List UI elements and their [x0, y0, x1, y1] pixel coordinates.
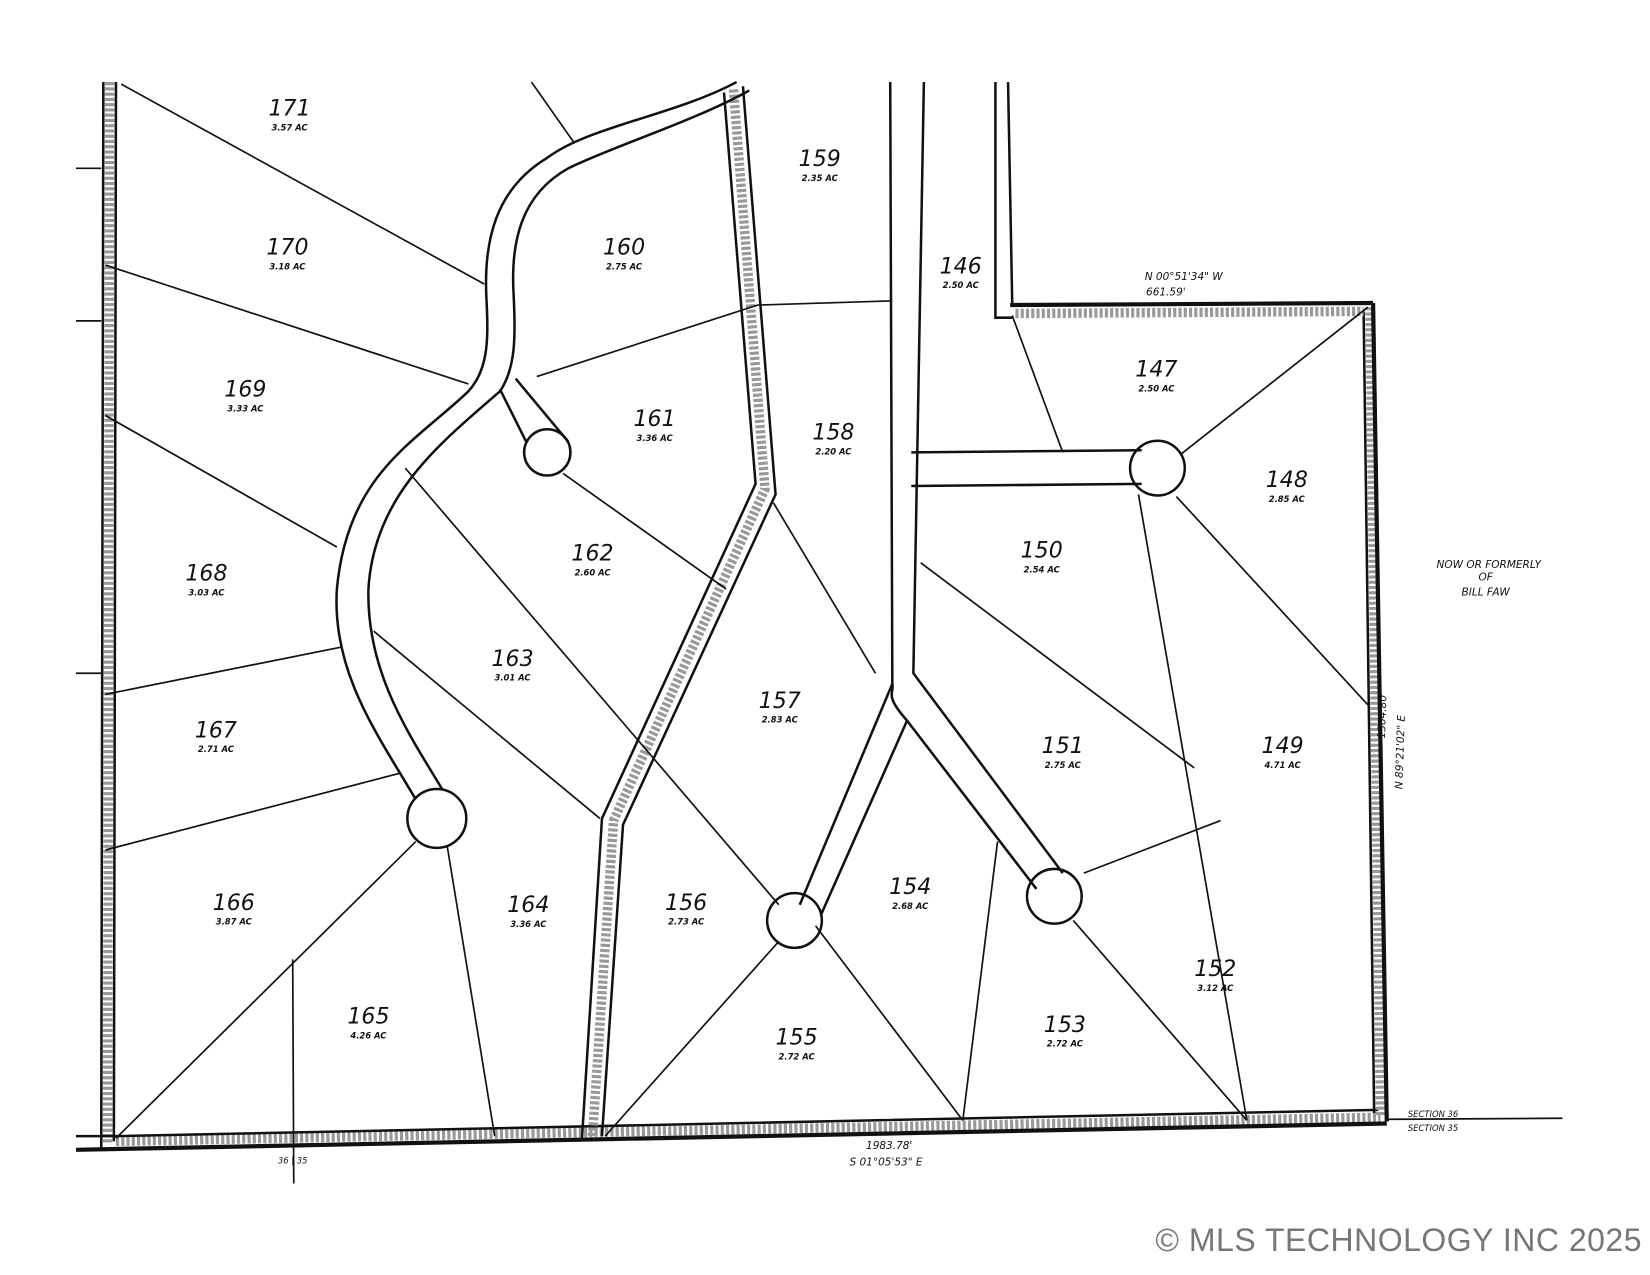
- lot-number: 146: [940, 254, 982, 280]
- lot-number: 158: [812, 420, 854, 446]
- east-distance: 1504.80': [1376, 692, 1390, 739]
- lot-acreage: 2.54 AC: [1024, 564, 1061, 574]
- section-corner-label: 36 | 35: [278, 1155, 308, 1165]
- lot-number: 149: [1262, 733, 1304, 759]
- lot-acreage: 2.20 AC: [815, 446, 852, 456]
- lot-number: 154: [889, 874, 931, 900]
- lot-number: 159: [799, 146, 841, 172]
- lot-acreage: 2.50 AC: [1138, 383, 1175, 393]
- lot-number: 148: [1266, 467, 1308, 493]
- lot-number: 157: [759, 688, 801, 714]
- lot-number: 160: [603, 235, 645, 261]
- lot-acreage: 3.12 AC: [1197, 983, 1234, 993]
- lot-number: 147: [1135, 357, 1177, 383]
- lot-acreage: 3.36 AC: [637, 433, 674, 443]
- lot-number: 171: [268, 96, 310, 122]
- lot-acreage: 3.18 AC: [269, 261, 306, 271]
- lot-acreage: 3.03 AC: [188, 587, 225, 597]
- lot-acreage: 2.73 AC: [668, 917, 705, 927]
- adjoining-owner-line3: BILL FAW: [1462, 586, 1511, 598]
- lot-number: 155: [776, 1025, 818, 1051]
- lot-number: 163: [491, 646, 533, 672]
- lot-acreage: 3.36 AC: [510, 919, 547, 929]
- lot-acreage: 2.50 AC: [943, 280, 980, 290]
- north-bearing: N 00°51'34" W: [1145, 271, 1224, 283]
- lot-acreage: 3.57 AC: [271, 122, 308, 132]
- lot-acreage: 2.75 AC: [1045, 760, 1082, 770]
- south-distance: 1983.78': [866, 1140, 912, 1152]
- watermark: © MLS TECHNOLOGY INC 2025: [1155, 1222, 1642, 1258]
- lot-number: 161: [634, 406, 676, 432]
- lot-acreage: 2.83 AC: [762, 715, 799, 725]
- lot-number: 151: [1042, 733, 1084, 759]
- lot-number: 164: [507, 892, 549, 918]
- lot-acreage: 4.71 AC: [1264, 760, 1302, 770]
- section-south-label: SECTION 35: [1408, 1123, 1458, 1133]
- lot-number: 168: [185, 561, 227, 587]
- lot-number: 150: [1021, 538, 1063, 564]
- lot-number: 170: [266, 235, 308, 261]
- lot-number: 165: [347, 1004, 389, 1030]
- lot-acreage: 2.72 AC: [1047, 1039, 1084, 1049]
- south-bearing: S 01°05'53" E: [849, 1157, 922, 1169]
- lot-number: 167: [195, 717, 237, 743]
- lot-number: 153: [1044, 1012, 1086, 1038]
- lot-acreage: 3.33 AC: [227, 403, 264, 413]
- lot-acreage: 2.60 AC: [574, 567, 611, 577]
- lot-number: 152: [1194, 956, 1236, 982]
- section-north-label: SECTION 36: [1408, 1109, 1458, 1119]
- lot-acreage: 2.71 AC: [198, 744, 235, 754]
- lot-number: 169: [224, 377, 266, 403]
- lot-acreage: 2.75 AC: [606, 261, 643, 271]
- east-bearing: N 89°21'02" E: [1393, 714, 1408, 789]
- lot-number: 156: [665, 890, 707, 916]
- lot-acreage: 4.26 AC: [349, 1030, 387, 1040]
- lot-acreage: 3.87 AC: [216, 917, 253, 927]
- lot-acreage: 2.68 AC: [892, 901, 929, 911]
- lot-number: 166: [213, 890, 255, 916]
- survey-annotations: N 00°51'34" W 661.59' 1504.80' N 89°21'0…: [278, 271, 1543, 1169]
- lot-lines: [105, 81, 1369, 1139]
- north-distance: 661.59': [1146, 287, 1186, 299]
- lot-acreage: 2.85 AC: [1269, 494, 1306, 504]
- lot-acreage: 2.35 AC: [802, 173, 839, 183]
- lot-acreage: 3.01 AC: [495, 673, 532, 683]
- interior-roads: [335, 80, 1187, 1139]
- adjoining-owner-line1: NOW OR FORMERLY: [1437, 559, 1543, 571]
- adjoining-owner-line2: OF: [1478, 572, 1493, 584]
- lot-acreage: 2.72 AC: [779, 1051, 816, 1061]
- lot-number: 162: [571, 541, 613, 567]
- boundary-lines: [75, 82, 1563, 1184]
